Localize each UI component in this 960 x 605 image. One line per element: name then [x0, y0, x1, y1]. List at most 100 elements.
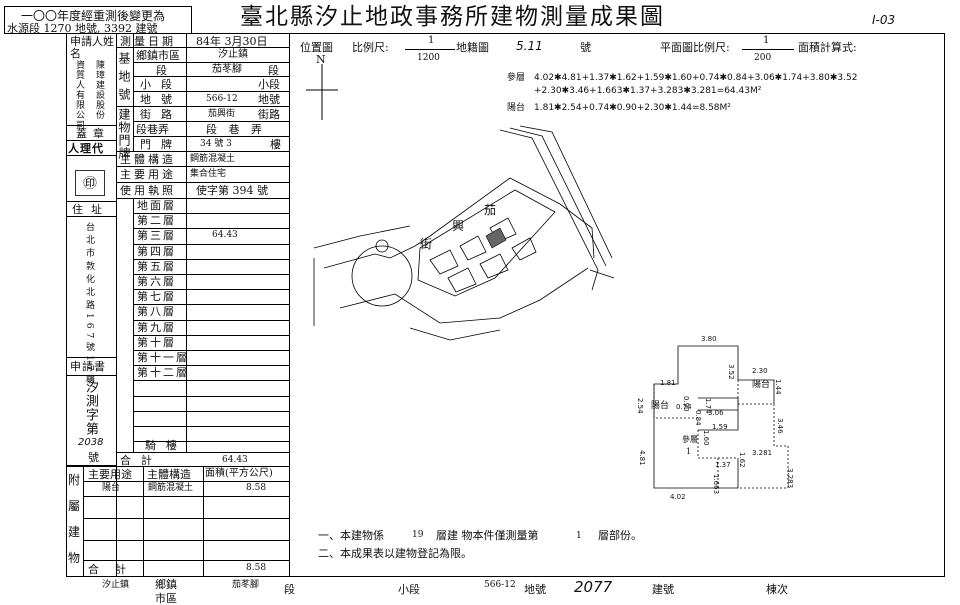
row-value-5: 段 巷 弄	[206, 123, 266, 136]
plan-dimension-label: 0.84	[694, 410, 702, 426]
footer-section-label: 段	[284, 583, 295, 596]
scale-den: 1200	[417, 53, 440, 63]
attached-row-struct: 鋼筋混凝土	[148, 483, 194, 493]
floor-name: 第六層	[137, 275, 176, 288]
attached-sum-value: 8.58	[246, 563, 267, 573]
street-char-2: 興	[452, 219, 465, 233]
plan-dimension-label: 1.44	[774, 379, 782, 395]
row-unit-3: 地號	[258, 93, 280, 106]
floor-name: 第三層	[137, 229, 176, 243]
floor-name: 第十層	[137, 335, 176, 349]
address-vertical: 台北市敦化北路167號17樓	[84, 222, 94, 388]
row-unit-2: 小段	[258, 78, 280, 91]
area-formula-label: 面積計算式:	[798, 41, 857, 54]
note2: 二、本成果表以建物登記為限。	[318, 547, 472, 560]
plan-dimension-label: 1.37	[715, 461, 731, 469]
plan-dimension-label: 1.59	[712, 423, 728, 431]
floor-name: 第七層	[137, 290, 176, 304]
plan-dimension-label: 0.74	[676, 403, 692, 411]
attached-row-area: 8.58	[246, 483, 267, 493]
stamp-line2: 水源段 1270 地號, 3392 建號	[7, 22, 158, 35]
floor-name: 第五層	[137, 259, 176, 273]
footer-unit-label: 棟次	[766, 583, 788, 596]
row-unit-1: 段	[268, 64, 279, 77]
building-vertical: 建物門牌	[117, 108, 131, 160]
plan-dimension-label: 1.74	[704, 398, 712, 414]
total-label: 合計	[120, 454, 162, 467]
document-frame	[66, 33, 945, 577]
row-label-6: 門牌	[140, 138, 182, 151]
sheet-unit: 號	[580, 41, 591, 54]
scale-num: 1	[428, 35, 435, 46]
owner-vertical: 資質人有限公司	[74, 60, 84, 130]
footer-town-label2: 市區	[155, 592, 177, 605]
row-value-0: 汐止鎮	[218, 49, 248, 60]
plan-dimension-label: 4.02	[670, 493, 686, 501]
plan-scale-label: 平面圖比例尺:	[660, 41, 730, 54]
attached-head-3: 建	[68, 525, 81, 539]
agent-label: 人理代	[68, 142, 104, 155]
street-char-3: 茄	[484, 203, 497, 217]
structure-label: 主體構造	[120, 153, 176, 166]
plan-dimension-label: 3.52	[727, 364, 735, 380]
footer-building-no: 2077	[574, 578, 613, 596]
footer-subsection-label: 小段	[398, 583, 420, 596]
plan-dimension-label: 1.60	[702, 430, 710, 446]
sheet-value: 5.11	[516, 39, 543, 53]
floor-name: 第四層	[137, 244, 176, 258]
floor-name: 第八層	[137, 305, 176, 319]
footer-lot: 566-12	[484, 580, 516, 590]
base-vertical: 基地號	[117, 52, 131, 106]
usage-value: 集合住宅	[190, 169, 227, 179]
plan-dimension-label: 0.90	[682, 396, 690, 412]
plan-dimension-label: 3.283	[786, 468, 794, 489]
row-unit-4: 街路	[258, 108, 280, 121]
structure-value: 鋼筋混凝土	[190, 154, 236, 164]
app-no-vertical: 汐測字第	[83, 380, 98, 436]
plan-dimension-label: 2.54	[636, 398, 644, 414]
north-arrow-icon	[306, 64, 338, 120]
calc-main-line1: 4.02✱4.81+1.37✱1.62+1.59✱1.60+0.74✱0.84+…	[534, 73, 858, 83]
calc-balcony-line: 1.81✱2.54+0.74✱0.90+2.30✱1.44=8.58M²	[534, 103, 731, 113]
page-title: 臺北縣汐止地政事務所建物測量成果圖	[240, 4, 665, 30]
floor-name: 第九層	[137, 320, 176, 334]
app-no-head: 申請書	[70, 360, 106, 373]
floor-name: 第十二層	[137, 366, 189, 380]
position-label: 位置圖	[300, 41, 333, 54]
row-unit-6: 樓	[270, 138, 281, 151]
calc-balcony-label: 陽台	[507, 103, 526, 113]
plan-balcony-1: 陽台	[651, 401, 670, 411]
note1-b: 19	[412, 530, 424, 540]
total-value: 64.43	[222, 455, 248, 465]
sheet-label: 地籍圖	[456, 41, 489, 54]
plan-balcony-2: 陽台	[752, 380, 771, 390]
usage-label: 主要用途	[120, 168, 176, 181]
applicant-label: 申請人姓名	[70, 35, 114, 60]
attached-head-4: 物	[68, 551, 81, 565]
calc-main-label: 參層	[507, 73, 526, 83]
calc-main-line2: +2.30✱3.46+1.663✱1.37+3.283✱3.281=64.43M…	[534, 86, 762, 96]
plan-dimension-label: 3.281	[752, 449, 773, 457]
plan-floor-no: 1	[686, 447, 692, 456]
row-label-5: 段巷弄	[136, 123, 169, 136]
footer-town-label1: 鄉鎮	[155, 578, 177, 591]
header-stamp: 一〇〇年度經重測後變更為 水源段 1270 地號, 3392 建號	[4, 6, 192, 34]
plan-dimension-label: 3.06	[708, 409, 724, 417]
floor-name: 第十一層	[137, 351, 189, 364]
plan-dimension-label: 1.62	[738, 452, 746, 468]
plan-dimension-label: 1.81	[660, 379, 676, 387]
note1-d: 1	[576, 531, 582, 541]
attached-head-1: 附	[68, 473, 81, 487]
floor-plan	[653, 345, 789, 489]
row-value-1: 茄苳腳	[212, 64, 242, 75]
note1-a: 一、本建物係	[318, 529, 384, 542]
plan-dimension-label: 1.663	[712, 474, 720, 495]
plan-dimension-label: 3.80	[701, 335, 717, 343]
license-value: 使字第 394 號	[196, 184, 268, 197]
app-no-suffix: 號	[88, 451, 99, 464]
license-label: 使用執照	[120, 184, 176, 197]
plan-dimension-label: 4.81	[638, 450, 646, 466]
corner-note: I-03	[872, 13, 896, 27]
location-map	[313, 125, 615, 341]
attached-h-struct: 主體構造	[147, 468, 191, 481]
